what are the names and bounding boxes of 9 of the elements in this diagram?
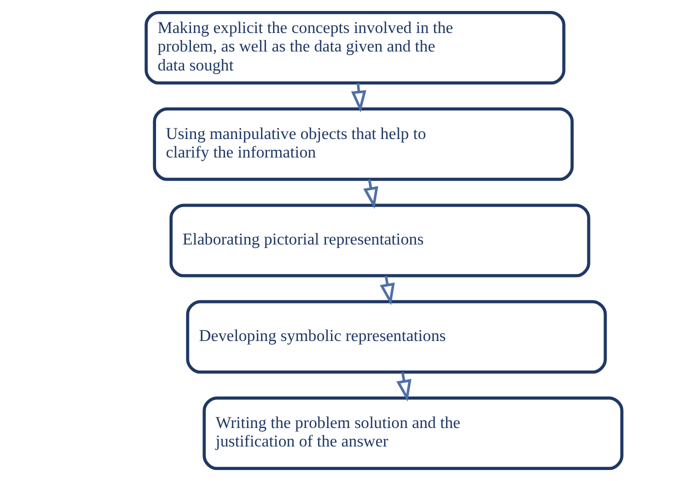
- arrow: [350, 82, 366, 113]
- node-box: Writing the problem solution and the justification of the answer: [202, 396, 623, 470]
- arrow: [362, 179, 378, 209]
- node-box: Elaborating pictorial representations: [169, 204, 590, 278]
- node-box: Making explicit the concepts involved in the problem, as well as the data given and the data sought: [144, 10, 565, 85]
- arrow: [396, 372, 411, 402]
- node-box: Developing symbolic representations: [186, 300, 606, 374]
- arrow: [379, 276, 394, 306]
- node-box: Using manipulative objects that help to clarify the information: [152, 107, 574, 181]
